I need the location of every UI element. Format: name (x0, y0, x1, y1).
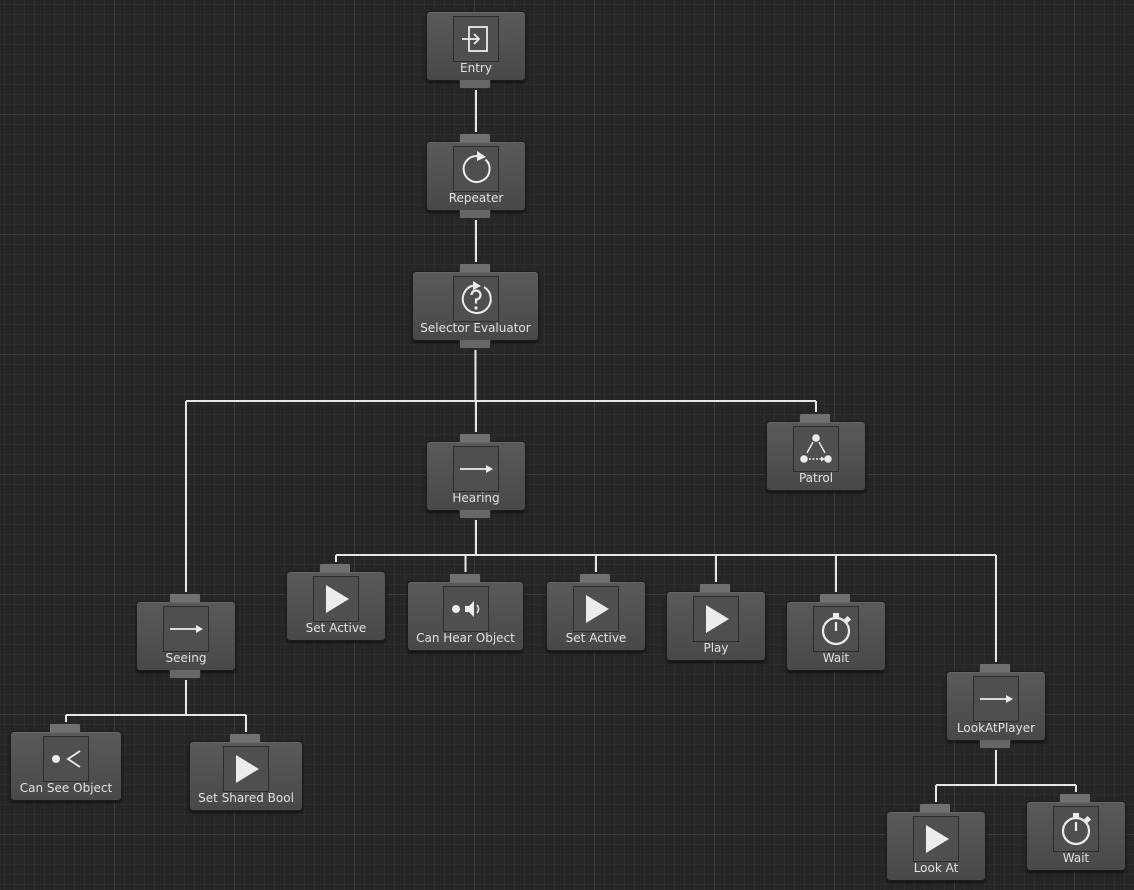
node-hearing[interactable]: Hearing (426, 433, 526, 519)
play-icon (693, 596, 739, 642)
input-port[interactable] (919, 803, 951, 812)
input-port[interactable] (458, 263, 491, 272)
input-port[interactable] (229, 733, 261, 742)
node-label: Play (703, 641, 729, 655)
input-port[interactable] (319, 563, 351, 572)
input-port[interactable] (49, 723, 81, 732)
repeat-icon (453, 146, 499, 192)
node-label: Set Active (565, 631, 627, 645)
node-entry[interactable]: Entry (426, 11, 526, 89)
question-icon (452, 276, 499, 322)
node-look-at-player[interactable]: LookAtPlayer (946, 663, 1046, 749)
node-label: Wait (822, 651, 850, 665)
input-port[interactable] (169, 593, 201, 602)
node-label: Selector Evaluator (420, 321, 531, 335)
node-wait-2[interactable]: Wait (1026, 793, 1126, 871)
node-play[interactable]: Play (666, 583, 766, 661)
eye-icon (43, 736, 89, 782)
node-label: Entry (460, 61, 492, 75)
node-repeater[interactable]: Repeater (426, 133, 526, 219)
arrow-right-icon (163, 606, 209, 652)
node-can-hear-object[interactable]: Can Hear Object (407, 573, 524, 651)
hear-icon (442, 586, 489, 632)
node-label: Hearing (452, 491, 500, 505)
arrow-right-icon (973, 676, 1019, 722)
input-port[interactable] (1059, 793, 1091, 802)
input-port[interactable] (459, 133, 491, 142)
node-wait[interactable]: Wait (786, 593, 886, 671)
node-label: Repeater (448, 191, 504, 205)
node-set-shared-bool[interactable]: Set Shared Bool (189, 733, 303, 811)
node-label: Can Hear Object (416, 631, 515, 645)
node-can-see-object[interactable]: Can See Object (10, 723, 122, 801)
node-look-at[interactable]: Look At (886, 803, 986, 881)
output-port[interactable] (459, 210, 491, 219)
input-port[interactable] (699, 583, 731, 592)
output-port[interactable] (459, 80, 491, 89)
output-port[interactable] (458, 340, 491, 349)
output-port[interactable] (459, 510, 491, 519)
input-port[interactable] (579, 573, 611, 582)
play-icon (573, 586, 619, 632)
play-icon (913, 816, 959, 862)
stopwatch-icon (1053, 806, 1099, 852)
output-port[interactable] (979, 740, 1011, 749)
node-seeing[interactable]: Seeing (136, 593, 236, 679)
play-icon (223, 746, 269, 792)
input-port[interactable] (448, 573, 481, 582)
node-label: Can See Object (19, 781, 113, 795)
node-label: Set Active (305, 621, 367, 635)
input-port[interactable] (799, 413, 831, 422)
node-selector-evaluator[interactable]: Selector Evaluator (412, 263, 539, 349)
input-port[interactable] (819, 593, 851, 602)
node-set-active[interactable]: Set Active (286, 563, 386, 641)
patrol-icon (793, 426, 839, 472)
node-patrol[interactable]: Patrol (766, 413, 866, 491)
stopwatch-icon (813, 606, 859, 652)
input-port[interactable] (979, 663, 1011, 672)
arrow-right-icon (453, 446, 499, 492)
entry-icon (453, 16, 499, 62)
output-port[interactable] (169, 670, 201, 679)
input-port[interactable] (459, 433, 491, 442)
play-icon (313, 576, 359, 622)
node-label: Seeing (165, 651, 207, 665)
node-label: LookAtPlayer (956, 721, 1036, 735)
node-set-active-2[interactable]: Set Active (546, 573, 646, 651)
node-label: Wait (1062, 851, 1090, 865)
node-label: Look At (913, 861, 959, 875)
node-label: Patrol (798, 471, 834, 485)
node-label: Set Shared Bool (198, 791, 294, 805)
